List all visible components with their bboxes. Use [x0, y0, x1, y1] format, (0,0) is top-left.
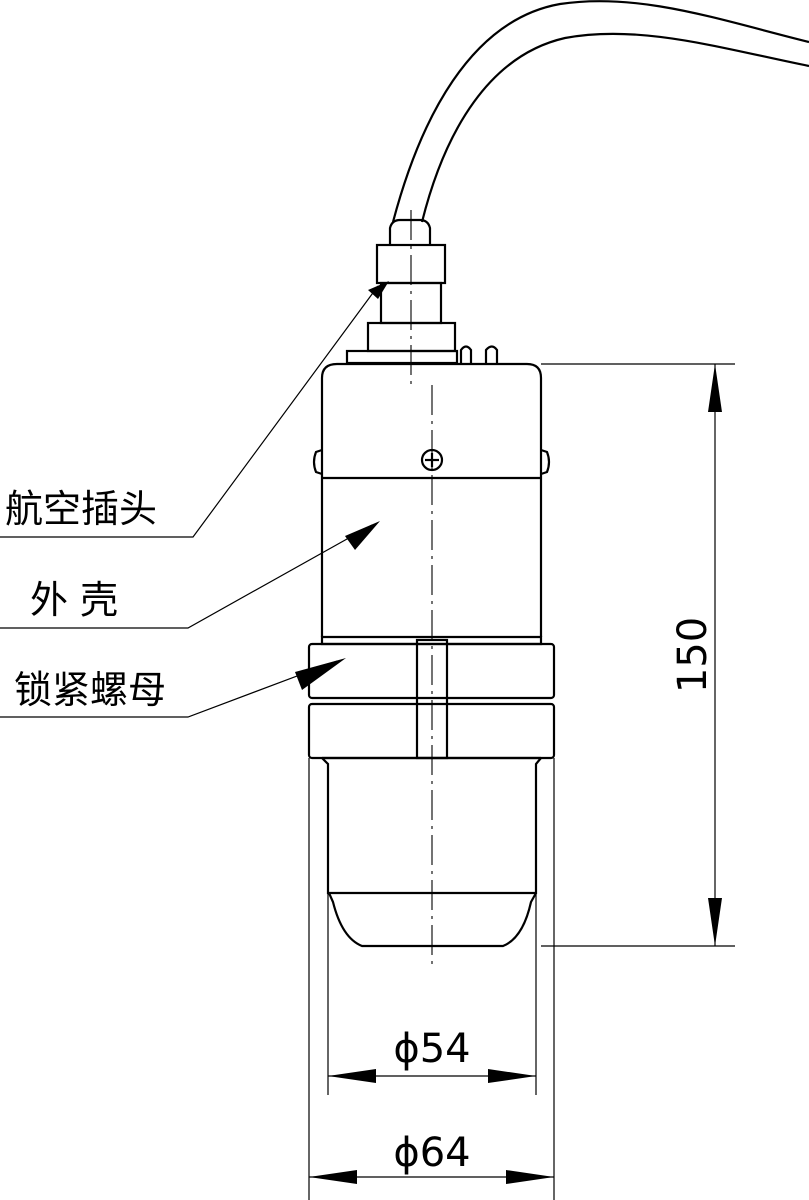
arrowhead-icon: [488, 1069, 536, 1083]
label-lock-nut: 锁紧螺母: [14, 668, 166, 712]
cable: [391, 0, 809, 223]
arrowhead-icon: [328, 1069, 376, 1083]
height-dimension: 150: [541, 363, 735, 947]
arrowhead-icon: [309, 1170, 357, 1184]
arrowhead-icon: [295, 658, 346, 690]
leader-connector: [0, 281, 389, 538]
height-value: 150: [670, 617, 716, 693]
aviation-connector: [345, 218, 499, 365]
label-connector: 航空插头: [5, 487, 157, 531]
arrowhead-icon: [708, 898, 722, 946]
arrowhead-icon: [345, 521, 380, 550]
arrowhead-icon: [506, 1170, 554, 1184]
leader-shell: [0, 521, 380, 629]
diameter-54-dimension: ϕ54: [327, 893, 537, 1095]
label-shell: 外 壳: [30, 578, 118, 622]
arrowhead-icon: [708, 364, 722, 412]
arrowhead-icon: [368, 281, 389, 299]
diameter-64-value: ϕ64: [393, 1130, 470, 1176]
diameter-54-value: ϕ54: [393, 1026, 470, 1072]
leader-lock-nut: [0, 658, 346, 718]
diameter-64-dimension: ϕ64: [308, 758, 555, 1200]
